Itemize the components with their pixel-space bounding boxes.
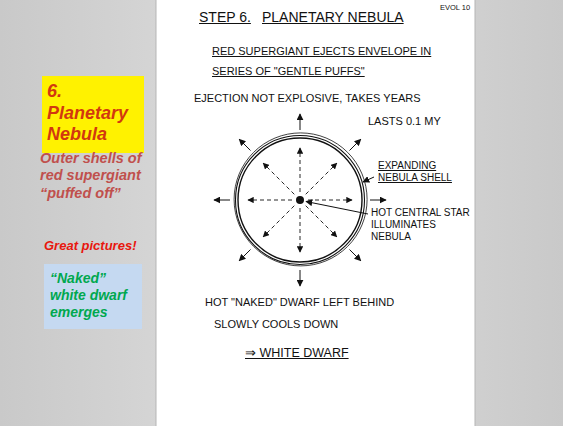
expansion-arrow: [350, 139, 361, 150]
side-note: Outer shells of red supergiant “puffed o…: [40, 150, 154, 202]
expansion-arrow: [239, 139, 250, 150]
paper-sheet: [156, 0, 475, 426]
leader-line: [306, 202, 368, 215]
shell-ring: [236, 136, 365, 265]
expansion-arrow: [214, 200, 230, 201]
outer-arrows: [214, 114, 386, 286]
shell-ring: [238, 138, 362, 262]
description: RED SUPERGIANT EJECTS ENVELOPE IN SERIES…: [212, 42, 452, 82]
box-text: 6. Planetary Nebula: [47, 81, 139, 146]
description: HOT "NAKED" DWARF LEFT BEHIND: [205, 296, 470, 309]
expansion-arrow: [300, 114, 301, 130]
step-title: PLANETARY NEBULA: [262, 9, 432, 26]
ejection-arrow: [308, 200, 352, 201]
expansion-arrow: [370, 200, 386, 201]
ejection-arrow: [263, 206, 294, 237]
ejection-arrow: [248, 200, 292, 201]
expansion-arrow: [300, 270, 301, 286]
box-text: “Naked” white dwarf emerges: [50, 270, 136, 320]
description: EJECTION NOT EXPLOSIVE, TAKES YEARS: [194, 92, 472, 105]
expansion-arrow: [350, 250, 361, 261]
title-box: 6. Planetary Nebula: [42, 76, 144, 153]
leader-lines: [306, 177, 374, 214]
result-label: ⇒ WHITE DWARF: [245, 346, 405, 361]
nebula-shell: [234, 133, 367, 266]
ejection-arrow: [306, 206, 337, 237]
leader-line: [363, 177, 374, 182]
ejection-arrow: [300, 208, 301, 252]
shell-ring: [234, 133, 367, 266]
shell-label: EXPANDING NEBULA SHELL: [378, 160, 472, 184]
ejection-arrow: [300, 148, 301, 192]
paper-edge: [475, 0, 476, 426]
star-label: HOT CENTRAL STAR ILLUMINATES NEBULA: [371, 207, 473, 243]
side-note: Great pictures!: [44, 238, 154, 254]
expansion-arrow: [239, 250, 250, 261]
central-star: [296, 196, 304, 204]
page-code: EVOL 10: [440, 3, 474, 12]
ejection-arrow: [306, 163, 337, 194]
inner-arrows: [248, 148, 352, 252]
duration-note: LASTS 0.1 MY: [368, 115, 468, 128]
description: SLOWLY COOLS DOWN: [214, 318, 414, 331]
paper-edge: [156, 0, 157, 426]
note-box: “Naked” white dwarf emerges: [44, 264, 142, 329]
step-number: STEP 6.: [199, 9, 259, 26]
ejection-arrow: [263, 163, 294, 194]
